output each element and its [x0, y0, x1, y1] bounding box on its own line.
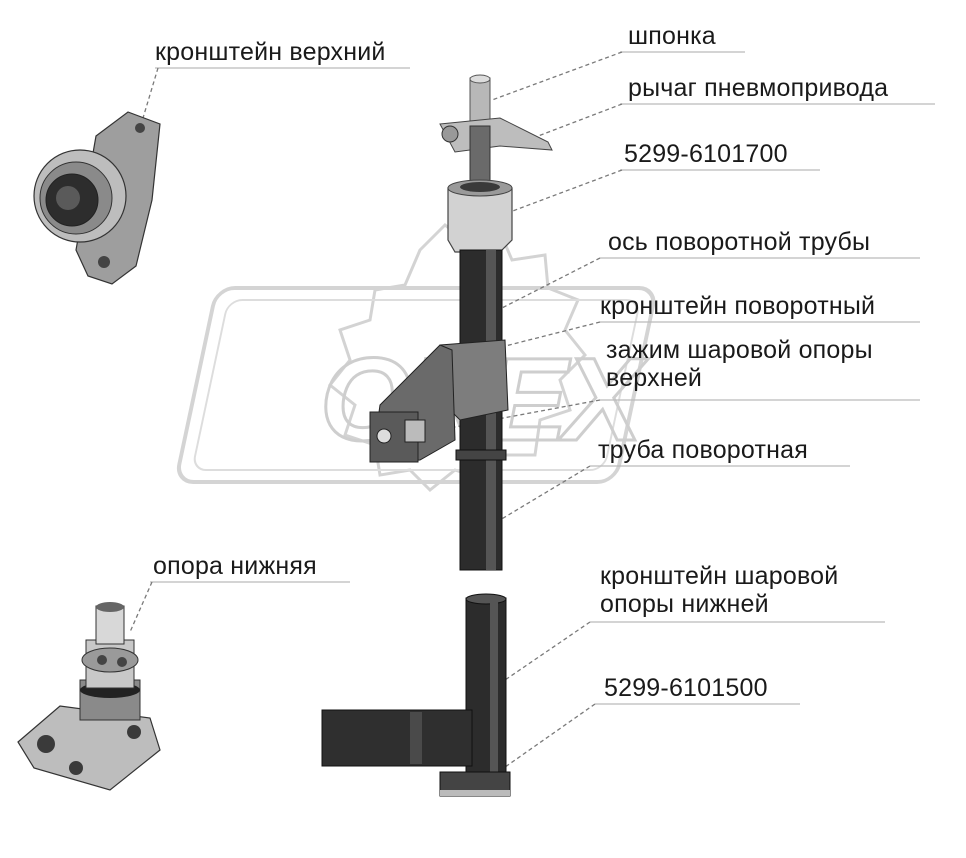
upper-bracket-part — [33, 111, 161, 285]
lower-support-part — [17, 602, 161, 791]
label-lower-support: опора нижняя — [153, 552, 317, 580]
lower-tube — [465, 597, 507, 779]
label-rotary-bracket: кронштейн поворотный — [600, 292, 876, 320]
leader-lines — [129, 51, 935, 773]
lower-bracket-assembly — [321, 593, 511, 797]
pneumatic-lever — [439, 117, 553, 153]
label-rotary-tube: труба поворотная — [598, 436, 808, 464]
label-part-upper: 5299-6101700 — [624, 140, 788, 168]
label-pneumatic-lever: рычаг пневмопривода — [628, 74, 889, 102]
label-upper-bracket: кронштейн верхний — [155, 38, 386, 66]
upper-shaft-assembly — [369, 74, 553, 571]
label-tube-axis: ось поворотной трубы — [608, 228, 871, 256]
label-ball-joint-clamp: зажим шаровой опоры верхней — [606, 336, 873, 392]
label-shponka: шпонка — [628, 22, 716, 50]
upper-housing — [447, 187, 513, 253]
label-part-lower: 5299-6101500 — [604, 674, 768, 702]
label-lower-ball-bracket: кронштейн шаровой опоры нижней — [600, 562, 839, 618]
lower-horizontal-arm — [321, 709, 473, 767]
